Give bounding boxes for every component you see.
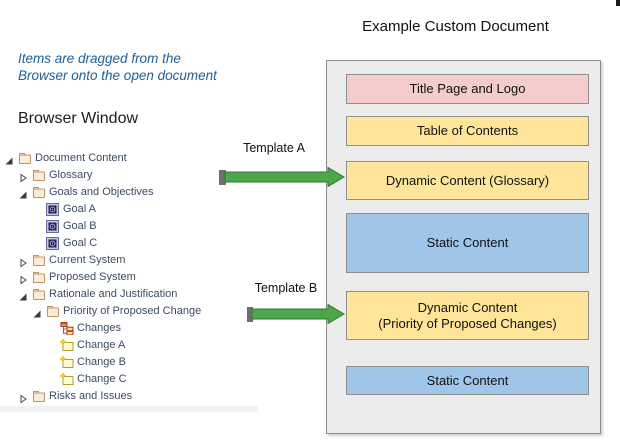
arrow-shaft bbox=[251, 303, 345, 325]
folder-icon bbox=[46, 305, 60, 318]
tree-item-rationale-and-justification[interactable]: Rationale and Justification bbox=[0, 286, 262, 303]
folder-icon bbox=[32, 288, 46, 301]
expand-toggle-icon[interactable] bbox=[18, 170, 28, 183]
tree-item-label: Change C bbox=[77, 373, 127, 385]
tree-item-current-system[interactable]: Current System bbox=[0, 252, 262, 269]
goal-icon bbox=[46, 203, 60, 216]
arrow-tail bbox=[247, 307, 253, 322]
tree-item-label: Risks and Issues bbox=[49, 390, 133, 402]
tree-item-change-b[interactable]: Change B bbox=[0, 354, 262, 371]
change-element-icon bbox=[59, 372, 74, 386]
browser-window-label: Browser Window bbox=[18, 110, 139, 127]
tree-item-goal-a[interactable]: Goal A bbox=[0, 201, 262, 218]
tree-item-label: Goals and Objectives bbox=[49, 186, 154, 198]
change-element-icon bbox=[59, 355, 74, 369]
doc-box-title-page-1: Title Page and Logo bbox=[346, 74, 589, 104]
tree-item-label: Goal C bbox=[63, 237, 98, 249]
tree-item-label: Document Content bbox=[35, 152, 127, 164]
collapse-toggle-icon[interactable] bbox=[32, 306, 42, 318]
tree-item-label: Change A bbox=[77, 339, 126, 351]
expand-toggle-icon[interactable] bbox=[18, 391, 28, 404]
tree-item-label: Goal A bbox=[63, 203, 97, 215]
annotation-line-2: Browser onto the open document bbox=[18, 68, 217, 83]
corner-mark bbox=[616, 0, 620, 6]
tree-item-goal-c[interactable]: Goal C bbox=[0, 235, 262, 252]
tree-item-goals-and-objectives[interactable]: Goals and Objectives bbox=[0, 184, 262, 201]
doc-box-static-4: Static Content bbox=[346, 213, 589, 273]
tree-item-label: Changes bbox=[77, 322, 122, 334]
tree-item-label: Proposed System bbox=[49, 271, 136, 283]
tree-item-label: Rationale and Justification bbox=[49, 288, 178, 300]
goal-icon bbox=[46, 220, 60, 233]
folder-icon bbox=[18, 152, 32, 165]
tree-item-priority-of-proposed-change[interactable]: Priority of Proposed Change bbox=[0, 303, 262, 320]
expand-toggle-icon[interactable] bbox=[18, 272, 28, 285]
tree-item-change-a[interactable]: Change A bbox=[0, 337, 262, 354]
goal-icon bbox=[46, 237, 60, 250]
change-element-icon bbox=[59, 338, 74, 352]
tree-item-proposed-system[interactable]: Proposed System bbox=[0, 269, 262, 286]
document-title: Example Custom Document bbox=[362, 18, 549, 35]
annotation-text: Items are dragged from the Browser onto … bbox=[18, 50, 217, 84]
tree-footer-strip bbox=[0, 406, 258, 412]
collapse-toggle-icon[interactable] bbox=[18, 289, 28, 301]
doc-box-dynamic-3: Dynamic Content (Glossary) bbox=[346, 161, 589, 200]
doc-box-static-6: Static Content bbox=[346, 366, 589, 395]
annotation-line-1: Items are dragged from the bbox=[18, 51, 181, 66]
tree-item-changes[interactable]: Changes bbox=[0, 320, 262, 337]
tree-item-goal-b[interactable]: Goal B bbox=[0, 218, 262, 235]
arrow-shaft bbox=[224, 166, 345, 188]
folder-icon bbox=[32, 271, 46, 284]
tree-item-document-content[interactable]: Document Content bbox=[0, 150, 262, 167]
diagram-icon bbox=[60, 322, 74, 336]
tree-item-label: Priority of Proposed Change bbox=[63, 305, 202, 317]
collapse-toggle-icon[interactable] bbox=[18, 187, 28, 199]
tree-item-risks-and-issues[interactable]: Risks and Issues bbox=[0, 388, 262, 405]
folder-icon bbox=[32, 186, 46, 199]
folder-icon bbox=[32, 169, 46, 182]
template-a-label: Template A bbox=[243, 141, 305, 155]
tree-item-label: Goal B bbox=[63, 220, 97, 232]
template-a-arrow-icon bbox=[219, 166, 345, 188]
template-b-arrow-icon bbox=[247, 303, 345, 325]
tree-item-label: Current System bbox=[49, 254, 126, 266]
folder-icon bbox=[32, 390, 46, 403]
doc-box-dynamic-5: Dynamic Content (Priority of Proposed Ch… bbox=[346, 291, 589, 340]
tree-item-change-c[interactable]: Change C bbox=[0, 371, 262, 388]
expand-toggle-icon[interactable] bbox=[18, 255, 28, 268]
template-b-label: Template B bbox=[254, 281, 318, 295]
doc-box-toc-2: Table of Contents bbox=[346, 116, 589, 146]
folder-icon bbox=[32, 254, 46, 267]
tree-item-glossary[interactable]: Glossary bbox=[0, 167, 262, 184]
tree-item-label: Glossary bbox=[49, 169, 93, 181]
arrow-tail bbox=[219, 170, 226, 185]
collapse-toggle-icon[interactable] bbox=[4, 153, 14, 165]
tree-item-label: Change B bbox=[77, 356, 126, 368]
